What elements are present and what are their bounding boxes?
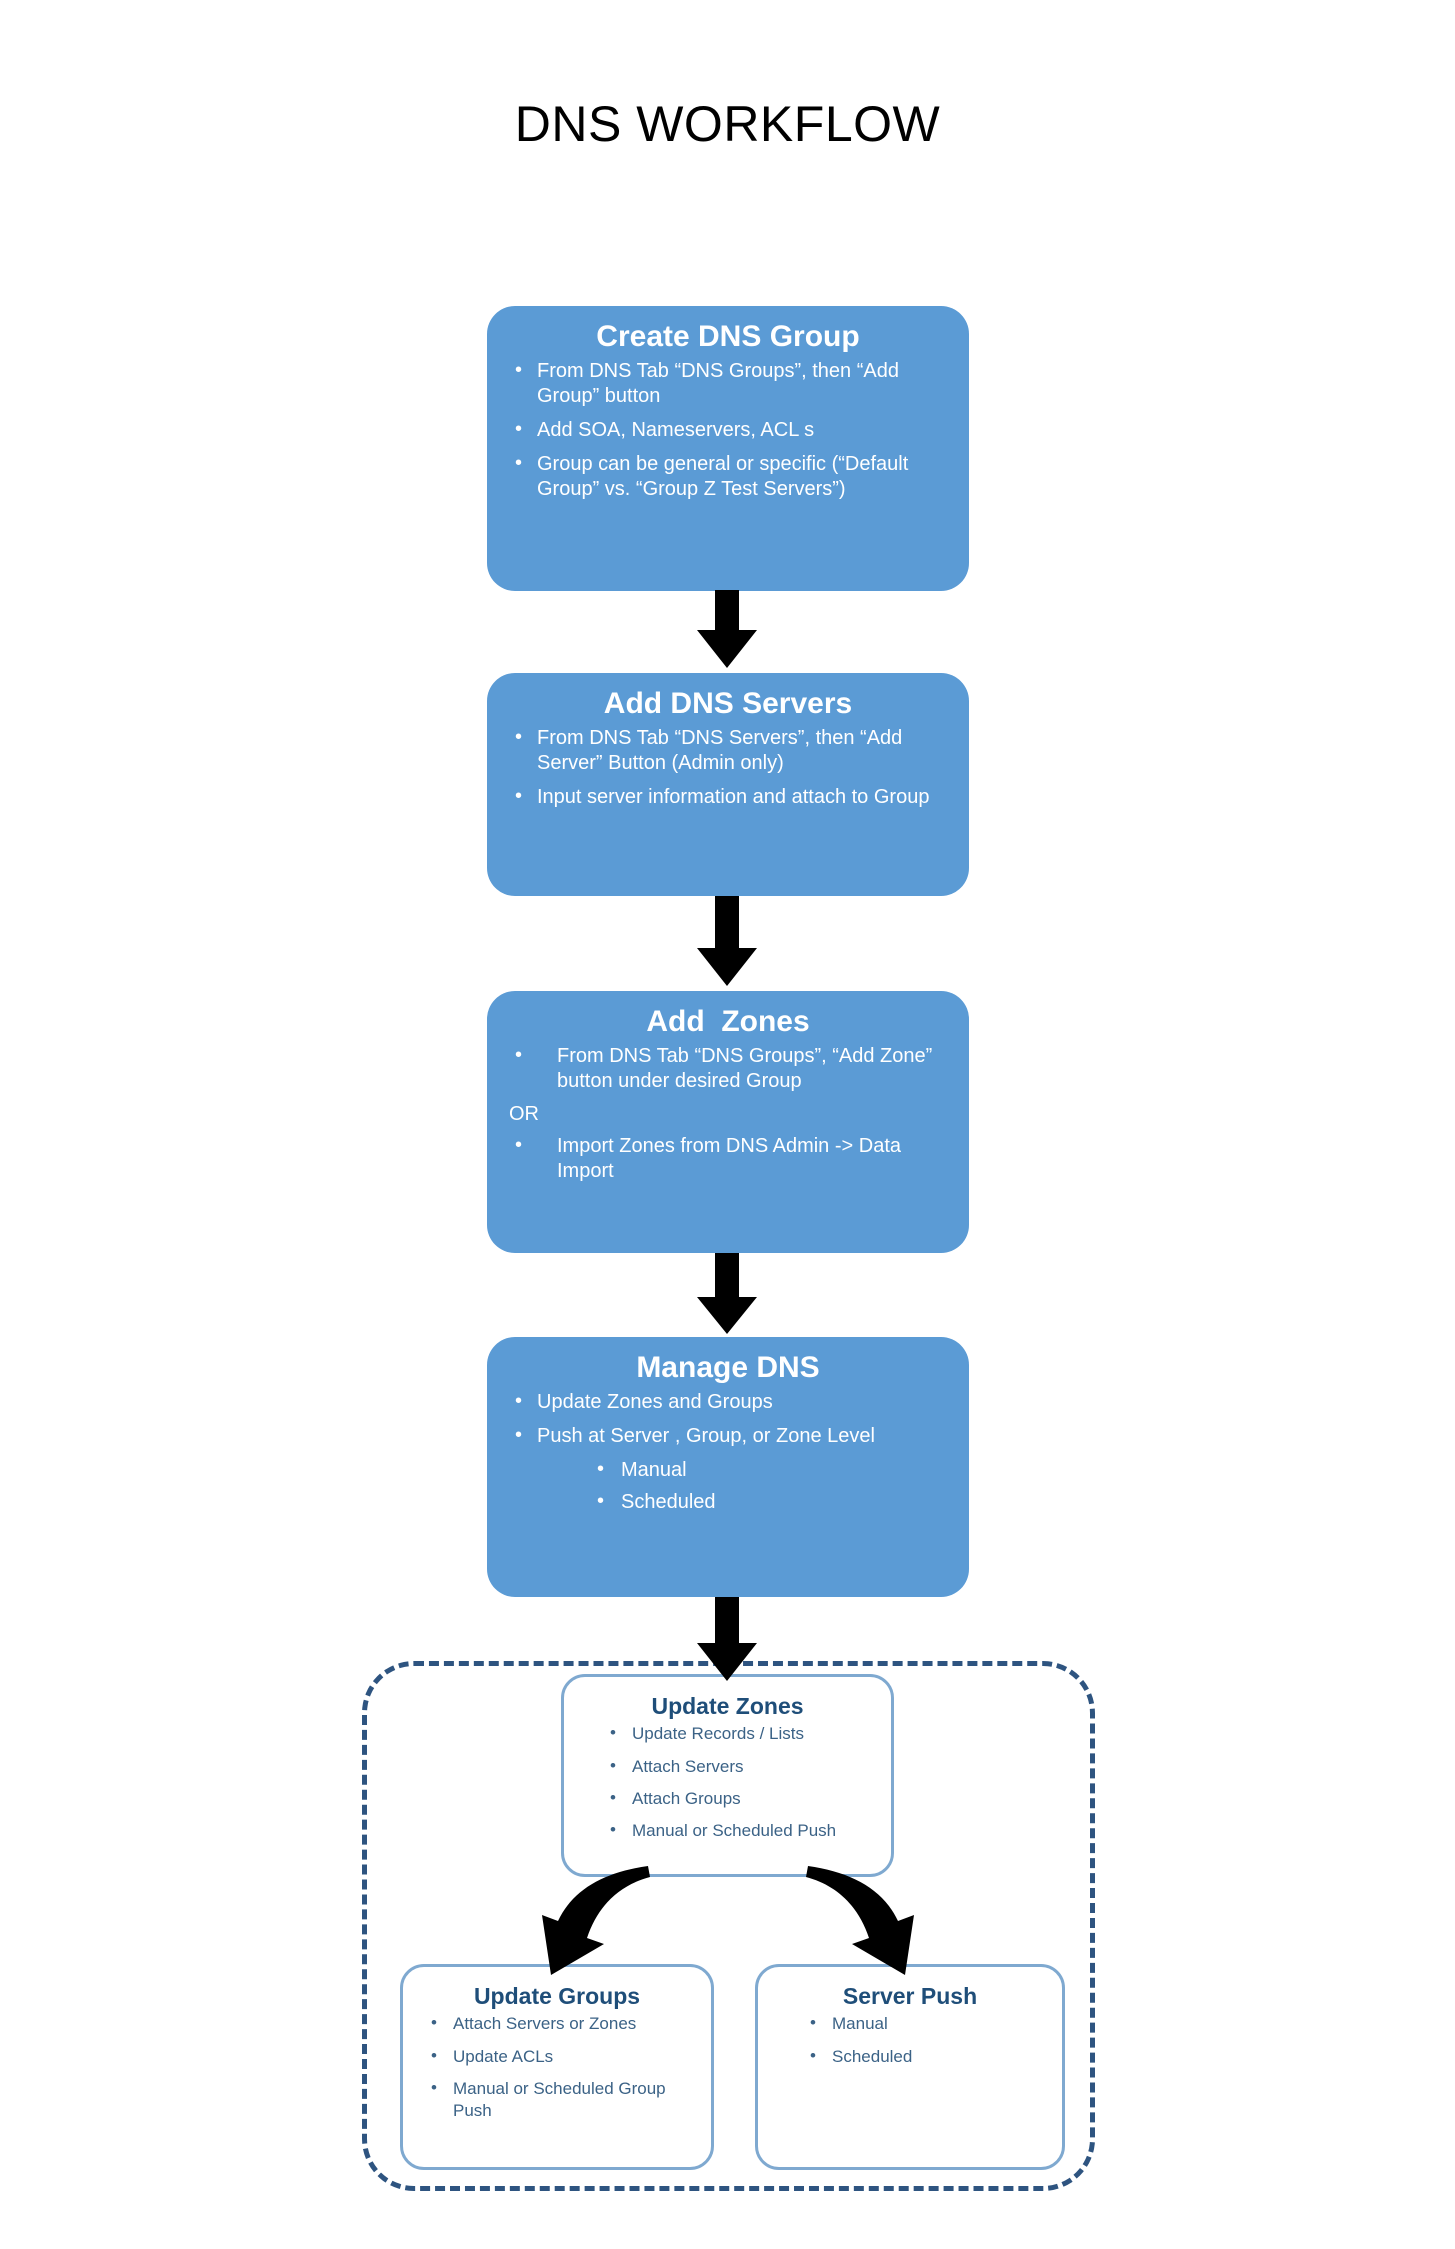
list-item: Attach Servers or Zones bbox=[425, 2012, 697, 2035]
step-bullets-create-dns-group: From DNS Tab “DNS Groups”, then “Add Gro… bbox=[487, 358, 969, 502]
detail-title-update-groups: Update Groups bbox=[473, 1983, 641, 2009]
arrow-down-icon-step3-step4 bbox=[697, 1253, 757, 1334]
list-item: Import Zones from DNS Admin -> Data Impo… bbox=[509, 1133, 951, 1184]
list-item: Scheduled bbox=[804, 2045, 1048, 2068]
list-item: Manual bbox=[509, 1457, 951, 1483]
list-item: Push at Server , Group, or Zone Level bbox=[509, 1423, 951, 1449]
list-item: Manual or Scheduled Group Push bbox=[425, 2077, 697, 2122]
detail-bullets-server-push: Manual Scheduled bbox=[758, 2012, 1062, 2068]
list-item: Manual or Scheduled Push bbox=[604, 1819, 891, 1842]
list-item: Update Records / Lists bbox=[604, 1722, 891, 1745]
list-item: Attach Groups bbox=[604, 1787, 891, 1810]
list-item: From DNS Tab “DNS Groups”, “Add Zone” bu… bbox=[509, 1043, 951, 1094]
arrow-down-icon-step1-step2 bbox=[697, 590, 757, 668]
list-item: Update ACLs bbox=[425, 2045, 697, 2068]
step-bullets-add-dns-servers: From DNS Tab “DNS Servers”, then “Add Se… bbox=[487, 725, 969, 810]
list-item: Add SOA, Nameservers, ACL s bbox=[509, 417, 951, 443]
step-box-manage-dns[interactable]: Manage DNS Update Zones and Groups Push … bbox=[487, 1337, 969, 1597]
step-title-create-dns-group: Create DNS Group bbox=[596, 320, 860, 353]
detail-bullets-update-zones: Update Records / Lists Attach Servers At… bbox=[564, 1722, 891, 1842]
list-item: Attach Servers bbox=[604, 1755, 891, 1778]
step-bullets-add-zones-alternate: Import Zones from DNS Admin -> Data Impo… bbox=[487, 1133, 969, 1184]
list-item: Update Zones and Groups bbox=[509, 1389, 951, 1415]
step-box-create-dns-group[interactable]: Create DNS Group From DNS Tab “DNS Group… bbox=[487, 306, 969, 591]
step-box-add-zones[interactable]: Add Zones From DNS Tab “DNS Groups”, “Ad… bbox=[487, 991, 969, 1253]
or-label: OR bbox=[509, 1102, 539, 1125]
list-item: From DNS Tab “DNS Servers”, then “Add Se… bbox=[509, 725, 951, 776]
step-title-add-zones: Add Zones bbox=[646, 1005, 810, 1038]
arrow-down-icon-step2-step3 bbox=[697, 896, 757, 986]
list-item: From DNS Tab “DNS Groups”, then “Add Gro… bbox=[509, 358, 951, 409]
detail-bullets-update-groups: Attach Servers or Zones Update ACLs Manu… bbox=[403, 2012, 711, 2122]
step-bullets-manage-dns: Update Zones and Groups Push at Server ,… bbox=[487, 1389, 969, 1515]
step-bullets-add-zones-primary: From DNS Tab “DNS Groups”, “Add Zone” bu… bbox=[487, 1043, 969, 1094]
detail-box-update-groups[interactable]: Update Groups Attach Servers or Zones Up… bbox=[400, 1964, 714, 2170]
list-item: Input server information and attach to G… bbox=[509, 784, 951, 810]
detail-box-update-zones[interactable]: Update Zones Update Records / Lists Atta… bbox=[561, 1674, 894, 1877]
detail-title-update-zones: Update Zones bbox=[651, 1693, 804, 1719]
step-title-add-dns-servers: Add DNS Servers bbox=[603, 687, 853, 720]
detail-box-server-push[interactable]: Server Push Manual Scheduled bbox=[755, 1964, 1065, 2170]
list-item: Scheduled bbox=[509, 1489, 951, 1515]
step-title-manage-dns: Manage DNS bbox=[636, 1351, 820, 1384]
list-item: Manual bbox=[804, 2012, 1048, 2035]
page-title: DNS WORKFLOW bbox=[514, 96, 941, 152]
list-item: Group can be general or specific (“Defau… bbox=[509, 451, 951, 502]
step-box-add-dns-servers[interactable]: Add DNS Servers From DNS Tab “DNS Server… bbox=[487, 673, 969, 896]
detail-title-server-push: Server Push bbox=[842, 1983, 978, 2009]
